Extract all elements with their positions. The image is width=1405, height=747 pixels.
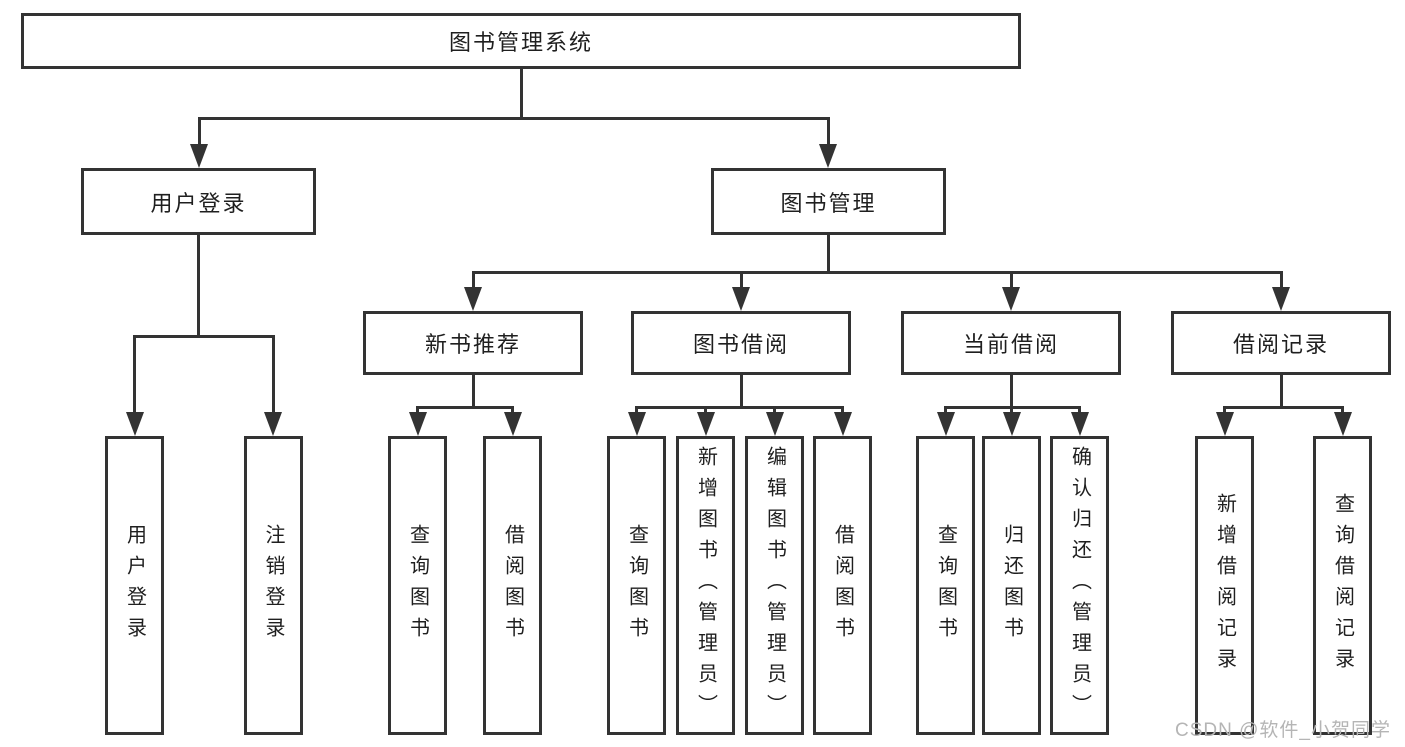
arrow-to-leaf-return-books — [1002, 407, 1021, 436]
connector-current-borrow-stem — [1009, 375, 1013, 409]
leaf-label: 查询借阅记录 — [1331, 492, 1354, 679]
leaf-return-books: 归还图书 — [982, 436, 1041, 735]
connector-book-borrow-stem — [739, 375, 743, 409]
leaf-query-borrow-record: 查询借阅记录 — [1313, 436, 1372, 735]
connector-level3-split — [471, 271, 1283, 274]
connector-new-book-recommend-split — [416, 406, 514, 409]
arrow-to-leaf-query-books-3 — [936, 407, 955, 436]
leaf-add-borrow-record: 新增借阅记录 — [1195, 436, 1254, 735]
leaf-label: 查询图书 — [625, 523, 648, 648]
node-current-borrow: 当前借阅 — [901, 311, 1121, 375]
node-book-borrow: 图书借阅 — [631, 311, 851, 375]
leaf-logout: 注销登录 — [243, 436, 303, 735]
leaf-label: 新增图书（管理员） — [694, 446, 717, 725]
connector-book-management-stem — [826, 235, 830, 273]
arrow-to-leaf-edit-books — [765, 407, 784, 436]
csdn-watermark: CSDN @软件_小贺同学 — [1175, 720, 1391, 741]
leaf-label: 查询图书 — [934, 523, 957, 648]
arrow-to-user-login — [190, 118, 208, 168]
arrow-to-leaf-confirm-return — [1070, 407, 1089, 436]
arrow-to-new-book-recommend — [464, 272, 482, 311]
arrow-to-current-borrow — [1002, 272, 1020, 311]
leaf-label: 借阅图书 — [831, 523, 854, 648]
connector-user-login-stem — [197, 235, 200, 338]
arrow-to-leaf-query-borrow-record — [1333, 407, 1352, 436]
arrow-to-book-management — [819, 118, 837, 168]
node-book-management: 图书管理 — [711, 168, 946, 235]
arrow-to-leaf-add-borrow-record — [1215, 407, 1234, 436]
arrow-to-leaf-logout — [264, 337, 282, 436]
leaf-label: 归还图书 — [1000, 523, 1023, 648]
arrow-to-leaf-query-books-1 — [408, 407, 427, 436]
leaf-label: 新增借阅记录 — [1213, 492, 1236, 679]
arrow-to-leaf-add-books — [696, 407, 715, 436]
leaf-confirm-return-admin: 确认归还（管理员） — [1050, 436, 1109, 735]
connector-new-book-recommend-stem — [471, 375, 475, 409]
node-user-login: 用户登录 — [81, 168, 316, 235]
connector-root-stem — [519, 69, 523, 119]
arrow-to-book-borrow — [732, 272, 750, 311]
leaf-label: 用户登录 — [123, 523, 146, 648]
leaf-label: 编辑图书（管理员） — [763, 446, 786, 725]
leaf-label: 确认归还（管理员） — [1068, 446, 1091, 725]
leaf-query-books-borrow: 查询图书 — [607, 436, 666, 735]
leaf-borrow-books: 借阅图书 — [813, 436, 872, 735]
connector-root-split — [197, 117, 830, 120]
leaf-borrow-books-recommend: 借阅图书 — [483, 436, 542, 735]
leaf-query-books-recommend: 查询图书 — [388, 436, 447, 735]
node-root-library-management-system: 图书管理系统 — [21, 13, 1021, 69]
leaf-edit-books-admin: 编辑图书（管理员） — [745, 436, 804, 735]
leaf-query-books-current: 查询图书 — [916, 436, 975, 735]
arrow-to-leaf-query-books-2 — [627, 407, 646, 436]
arrow-to-leaf-borrow-books-1 — [503, 407, 522, 436]
leaf-label: 查询图书 — [406, 523, 429, 648]
leaf-label: 借阅图书 — [501, 523, 524, 648]
arrow-to-leaf-user-login — [125, 337, 144, 436]
connector-borrow-records-stem — [1279, 375, 1283, 409]
connector-borrow-records-split — [1223, 406, 1344, 409]
arrow-to-borrow-records — [1272, 272, 1290, 311]
connector-book-borrow-split — [635, 406, 844, 409]
node-new-book-recommend: 新书推荐 — [363, 311, 583, 375]
node-borrow-records: 借阅记录 — [1171, 311, 1391, 375]
leaf-add-books-admin: 新增图书（管理员） — [676, 436, 735, 735]
connector-user-login-split — [133, 335, 275, 338]
leaf-user-login: 用户登录 — [105, 436, 164, 735]
leaf-label: 注销登录 — [262, 523, 284, 648]
arrow-to-leaf-borrow-books-2 — [833, 407, 852, 436]
